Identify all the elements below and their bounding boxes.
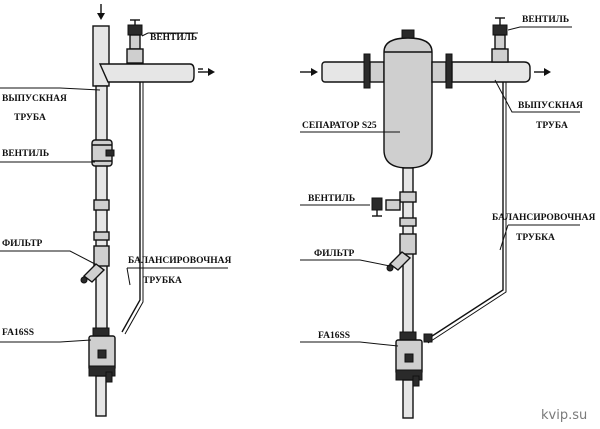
right-label-balancing-1: БАЛАНСИРОВОЧНАЯ: [492, 213, 595, 223]
left-outlet-arrow: [198, 68, 215, 76]
left-mid-valve: [91, 139, 115, 167]
right-label-device: FA16SS: [318, 331, 350, 341]
right-balancing-tube: [425, 82, 504, 341]
right-top-valve: [491, 17, 509, 63]
left-label-discharge-2: ТРУБА: [14, 113, 46, 123]
right-label-valve-top: ВЕНТИЛЬ: [522, 15, 569, 25]
left-label-device: FA16SS: [2, 328, 34, 338]
left-main-pipe: [95, 85, 108, 337]
right-inlet-nozzle: [369, 61, 385, 83]
right-inlet-arrow: [300, 68, 318, 76]
left-discharge-pipe: [98, 63, 195, 83]
right-label-filter: ФИЛЬТР: [314, 249, 355, 259]
left-coupling-2: [93, 231, 110, 241]
right-label-valve-mid: ВЕНТИЛЬ: [308, 194, 355, 204]
left-label-filter: ФИЛЬТР: [2, 239, 43, 249]
left-diagram: ВЕНТИЛЬ ВЫПУСКНАЯ ТРУБА ВЕНТИЛЬ ФИЛЬТР Б…: [0, 4, 231, 417]
left-coupling: [93, 199, 110, 211]
right-leaders: [300, 26, 580, 347]
left-device-fa16ss: [88, 327, 116, 417]
left-leaders: [0, 32, 228, 343]
right-separator-s25: [383, 29, 433, 169]
left-inlet-arrow: [97, 4, 105, 20]
right-filter: [386, 233, 417, 272]
right-inlet-flange: [363, 53, 371, 89]
left-top-valve: [126, 19, 144, 64]
right-outlet-nozzle: [431, 61, 447, 83]
right-outlet-flange: [445, 53, 453, 89]
right-label-discharge-2: ТРУБА: [536, 121, 568, 131]
right-device-fa16ss: [395, 331, 433, 419]
right-mid-valve: [371, 197, 401, 217]
left-balancing-tube: [121, 82, 141, 333]
right-label-discharge-1: ВЫПУСКНАЯ: [518, 101, 583, 111]
right-label-separator: СЕПАРАТОР S25: [302, 121, 377, 131]
left-label-balancing-2: ТРУБКА: [143, 276, 182, 286]
right-outlet-pipe: [451, 61, 531, 83]
right-label-balancing-2: ТРУБКА: [516, 233, 555, 243]
right-outlet-arrow: [534, 68, 551, 76]
watermark: kvip.su: [541, 408, 587, 423]
left-label-valve-mid: ВЕНТИЛЬ: [2, 149, 49, 159]
left-filter: [80, 245, 110, 284]
left-label-valve-top: ВЕНТИЛЬ: [150, 33, 197, 43]
left-label-balancing-1: БАЛАНСИРОВОЧНАЯ: [128, 256, 231, 266]
left-label-discharge-1: ВЫПУСКНАЯ: [2, 94, 67, 104]
right-coupling: [399, 191, 417, 203]
right-diagram: ВЕНТИЛЬ СЕПАРАТОР S25 ВЫПУСКНАЯ ТРУБА ВЕ…: [300, 15, 595, 419]
